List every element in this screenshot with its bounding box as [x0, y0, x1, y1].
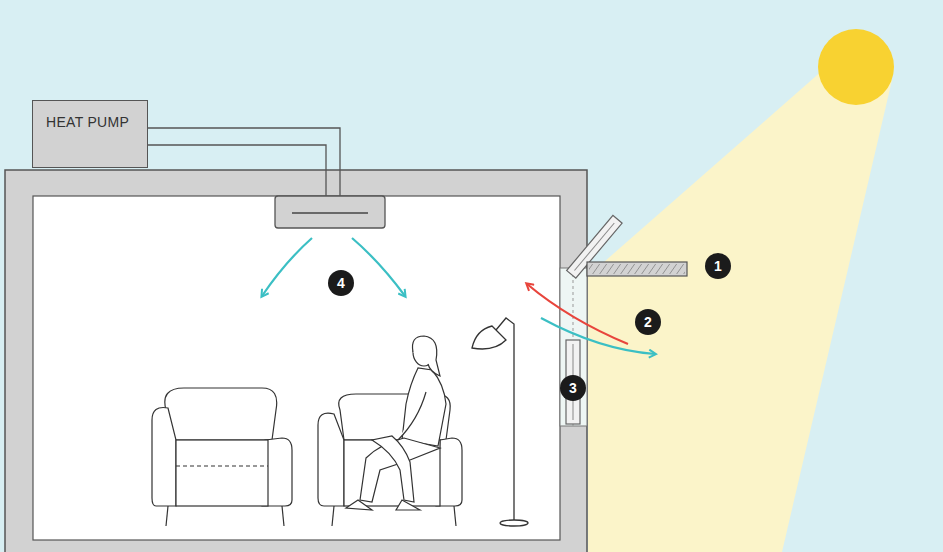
airflow-arrow: [352, 238, 405, 296]
callout-number: 2: [635, 309, 661, 335]
armchair: [152, 388, 292, 526]
floor-lamp: [472, 318, 528, 526]
seated-person: [346, 336, 446, 510]
room-interior: [33, 196, 560, 540]
refrigerant-pipe: [137, 145, 326, 197]
indoor-unit: [275, 196, 385, 228]
equipment-box: HEAT PUMP: [32, 100, 148, 168]
sun: [818, 29, 894, 105]
callout-number: 1: [705, 253, 731, 279]
callout-number: 3: [560, 375, 586, 401]
airflow-arrow: [262, 238, 312, 296]
overhang: [587, 262, 687, 276]
node-label: HEAT PUMP: [46, 114, 133, 131]
callout-number: 4: [328, 270, 354, 296]
sun-beam: [588, 62, 892, 552]
window-opening: [560, 268, 587, 426]
refrigerant-pipe: [137, 128, 340, 197]
building-wall: [5, 170, 587, 552]
